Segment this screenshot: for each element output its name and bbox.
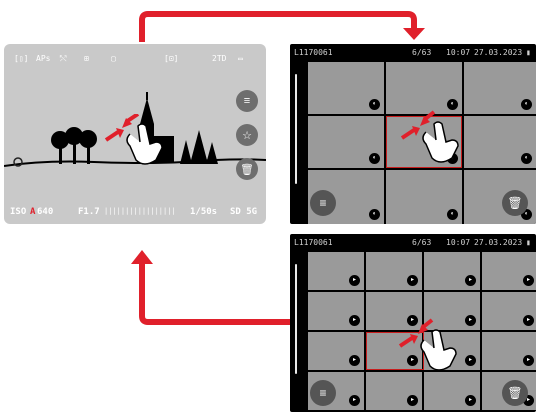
date: 27.03.2023	[474, 238, 522, 247]
pinch-zoom-hand-icon	[104, 114, 168, 170]
thumbnail-badge-icon: ▸	[349, 315, 360, 326]
shutter-speed: 1/50s	[190, 207, 217, 217]
thumbnail-badge-icon: ◐	[369, 99, 380, 110]
thumbnail-badge-icon: ◐	[521, 99, 532, 110]
trash-icon: 🗑	[507, 196, 522, 210]
thumbnail-badge-icon: ◐	[369, 153, 380, 164]
delete-button[interactable]: 🗑	[236, 158, 258, 180]
filter-menu-button[interactable]: ≡	[236, 90, 258, 112]
thumbnail[interactable]: ◐	[308, 116, 384, 168]
aps-label: APs	[36, 54, 50, 63]
white-balance-auto-icon: ⊞	[84, 54, 89, 63]
thumbnail[interactable]: ▸	[424, 372, 480, 410]
iso-auto-indicator: A	[30, 207, 35, 217]
trash-icon: 🗑	[507, 386, 522, 400]
filter-menu-icon: ≡	[319, 386, 326, 400]
arrow-to-gallery	[142, 14, 414, 42]
filter-menu-button[interactable]: ≡	[310, 190, 336, 216]
thumbnail[interactable]: ▸	[482, 252, 536, 290]
thumbnail-badge-icon: ◐	[369, 209, 380, 220]
thumbnail[interactable]: ▸	[308, 252, 364, 290]
gallery-4x4-screen: L1170061 6/63 10:07 27.03.2023 ▮ ▸ ▸ ▸ ▸ ▸ ▸ ▸…	[290, 234, 536, 412]
pinch-zoom-hand-icon	[400, 110, 464, 168]
gallery-3x3-screen: L1170061 6/63 10:07 27.03.2023 ▮ ◐ ◐ ◐ ◐…	[290, 44, 536, 224]
arrow-to-live-view	[142, 262, 290, 322]
thumbnail-badge-icon: ▸	[523, 275, 534, 286]
battery-icon: ▭	[238, 54, 243, 63]
delete-button[interactable]: 🗑	[502, 190, 528, 216]
live-view-screen: [▯] APs ⤲ ⊞ ▢ [⊡] 2TD ▭ ≡ ☆ 🗑 ISO A	[4, 44, 266, 224]
file-name: L1170061	[294, 238, 333, 247]
image-index: 6/63	[412, 48, 431, 57]
file-name: L1170061	[294, 48, 333, 57]
thumbnail[interactable]: ◐	[464, 116, 536, 168]
thumbnail[interactable]: ▸	[482, 292, 536, 330]
star-icon: ☆	[242, 129, 252, 142]
battery-icon: ▮	[526, 238, 531, 247]
thumbnail[interactable]: ◐	[464, 62, 536, 114]
thumbnail-badge-icon: ▸	[465, 355, 476, 366]
thumbnail-badge-icon: ▸	[407, 395, 418, 406]
delete-button[interactable]: 🗑	[502, 380, 528, 406]
scrollbar[interactable]	[295, 264, 297, 374]
thumbnail-badge-icon: ▸	[349, 395, 360, 406]
thumbnail[interactable]: ▸	[308, 332, 364, 370]
thumbnail-badge-icon: ▸	[465, 275, 476, 286]
arrow-head-down	[403, 28, 425, 40]
stabilization-icon: ⤲	[60, 54, 66, 64]
thumbnail[interactable]: ▸	[366, 252, 422, 290]
iso-value: 640	[37, 207, 53, 217]
filter-menu-icon: ≡	[244, 95, 250, 107]
thumbnail[interactable]: ▸	[424, 252, 480, 290]
thumbnail[interactable]: ◐	[386, 170, 462, 224]
filter-menu-button[interactable]: ≡	[310, 380, 336, 406]
iso-label: ISO	[10, 207, 26, 217]
pinch-zoom-hand-icon	[398, 318, 462, 376]
aperture-value: F1.7	[78, 207, 100, 217]
date: 27.03.2023	[474, 48, 522, 57]
thumbnail-badge-icon: ▸	[349, 355, 360, 366]
thumbnail-badge-icon: ◐	[521, 153, 532, 164]
battery-icon: ▮	[526, 48, 531, 57]
thumbnail-badge-icon: ◐	[447, 209, 458, 220]
thumbnail-badge-icon: ▸	[465, 315, 476, 326]
thumbnail-badge-icon: ▸	[465, 395, 476, 406]
thumbnail-badge-icon: ▸	[349, 275, 360, 286]
arrow-head-up	[131, 250, 153, 264]
filter-menu-icon: ≡	[319, 196, 326, 210]
trash-icon: 🗑	[240, 163, 254, 176]
image-index: 6/63	[412, 238, 431, 247]
gallery-header: L1170061 6/63 10:07 27.03.2023 ▮	[290, 234, 536, 250]
thumbnail[interactable]: ◐	[386, 62, 462, 114]
thumbnail[interactable]: ◐	[308, 62, 384, 114]
thumbnail-badge-icon: ▸	[523, 315, 534, 326]
clock-time: 10:07	[446, 48, 470, 57]
thumbnail-badge-icon: ◐	[447, 99, 458, 110]
metering-icon: [⊡]	[164, 54, 178, 63]
thumbnail-badge-icon: ▸	[407, 275, 418, 286]
exposure-scale: |||||||||||||||||	[104, 207, 176, 215]
clock-time: 10:07	[446, 238, 470, 247]
thumbnail[interactable]: ▸	[366, 372, 422, 410]
thumbnail-badge-icon: ▸	[523, 355, 534, 366]
thumbnail[interactable]: ▸	[482, 332, 536, 370]
shots-remaining: SD 5G	[230, 207, 257, 217]
camera-mode-icon: [▯]	[14, 54, 28, 63]
single-shot-icon: ▢	[111, 54, 116, 63]
scrollbar[interactable]	[295, 74, 297, 184]
gallery-header: L1170061 6/63 10:07 27.03.2023 ▮	[290, 44, 536, 60]
thumbnail[interactable]: ▸	[308, 292, 364, 330]
favorite-button[interactable]: ☆	[236, 124, 258, 146]
storage-label: 2TD	[212, 54, 226, 63]
